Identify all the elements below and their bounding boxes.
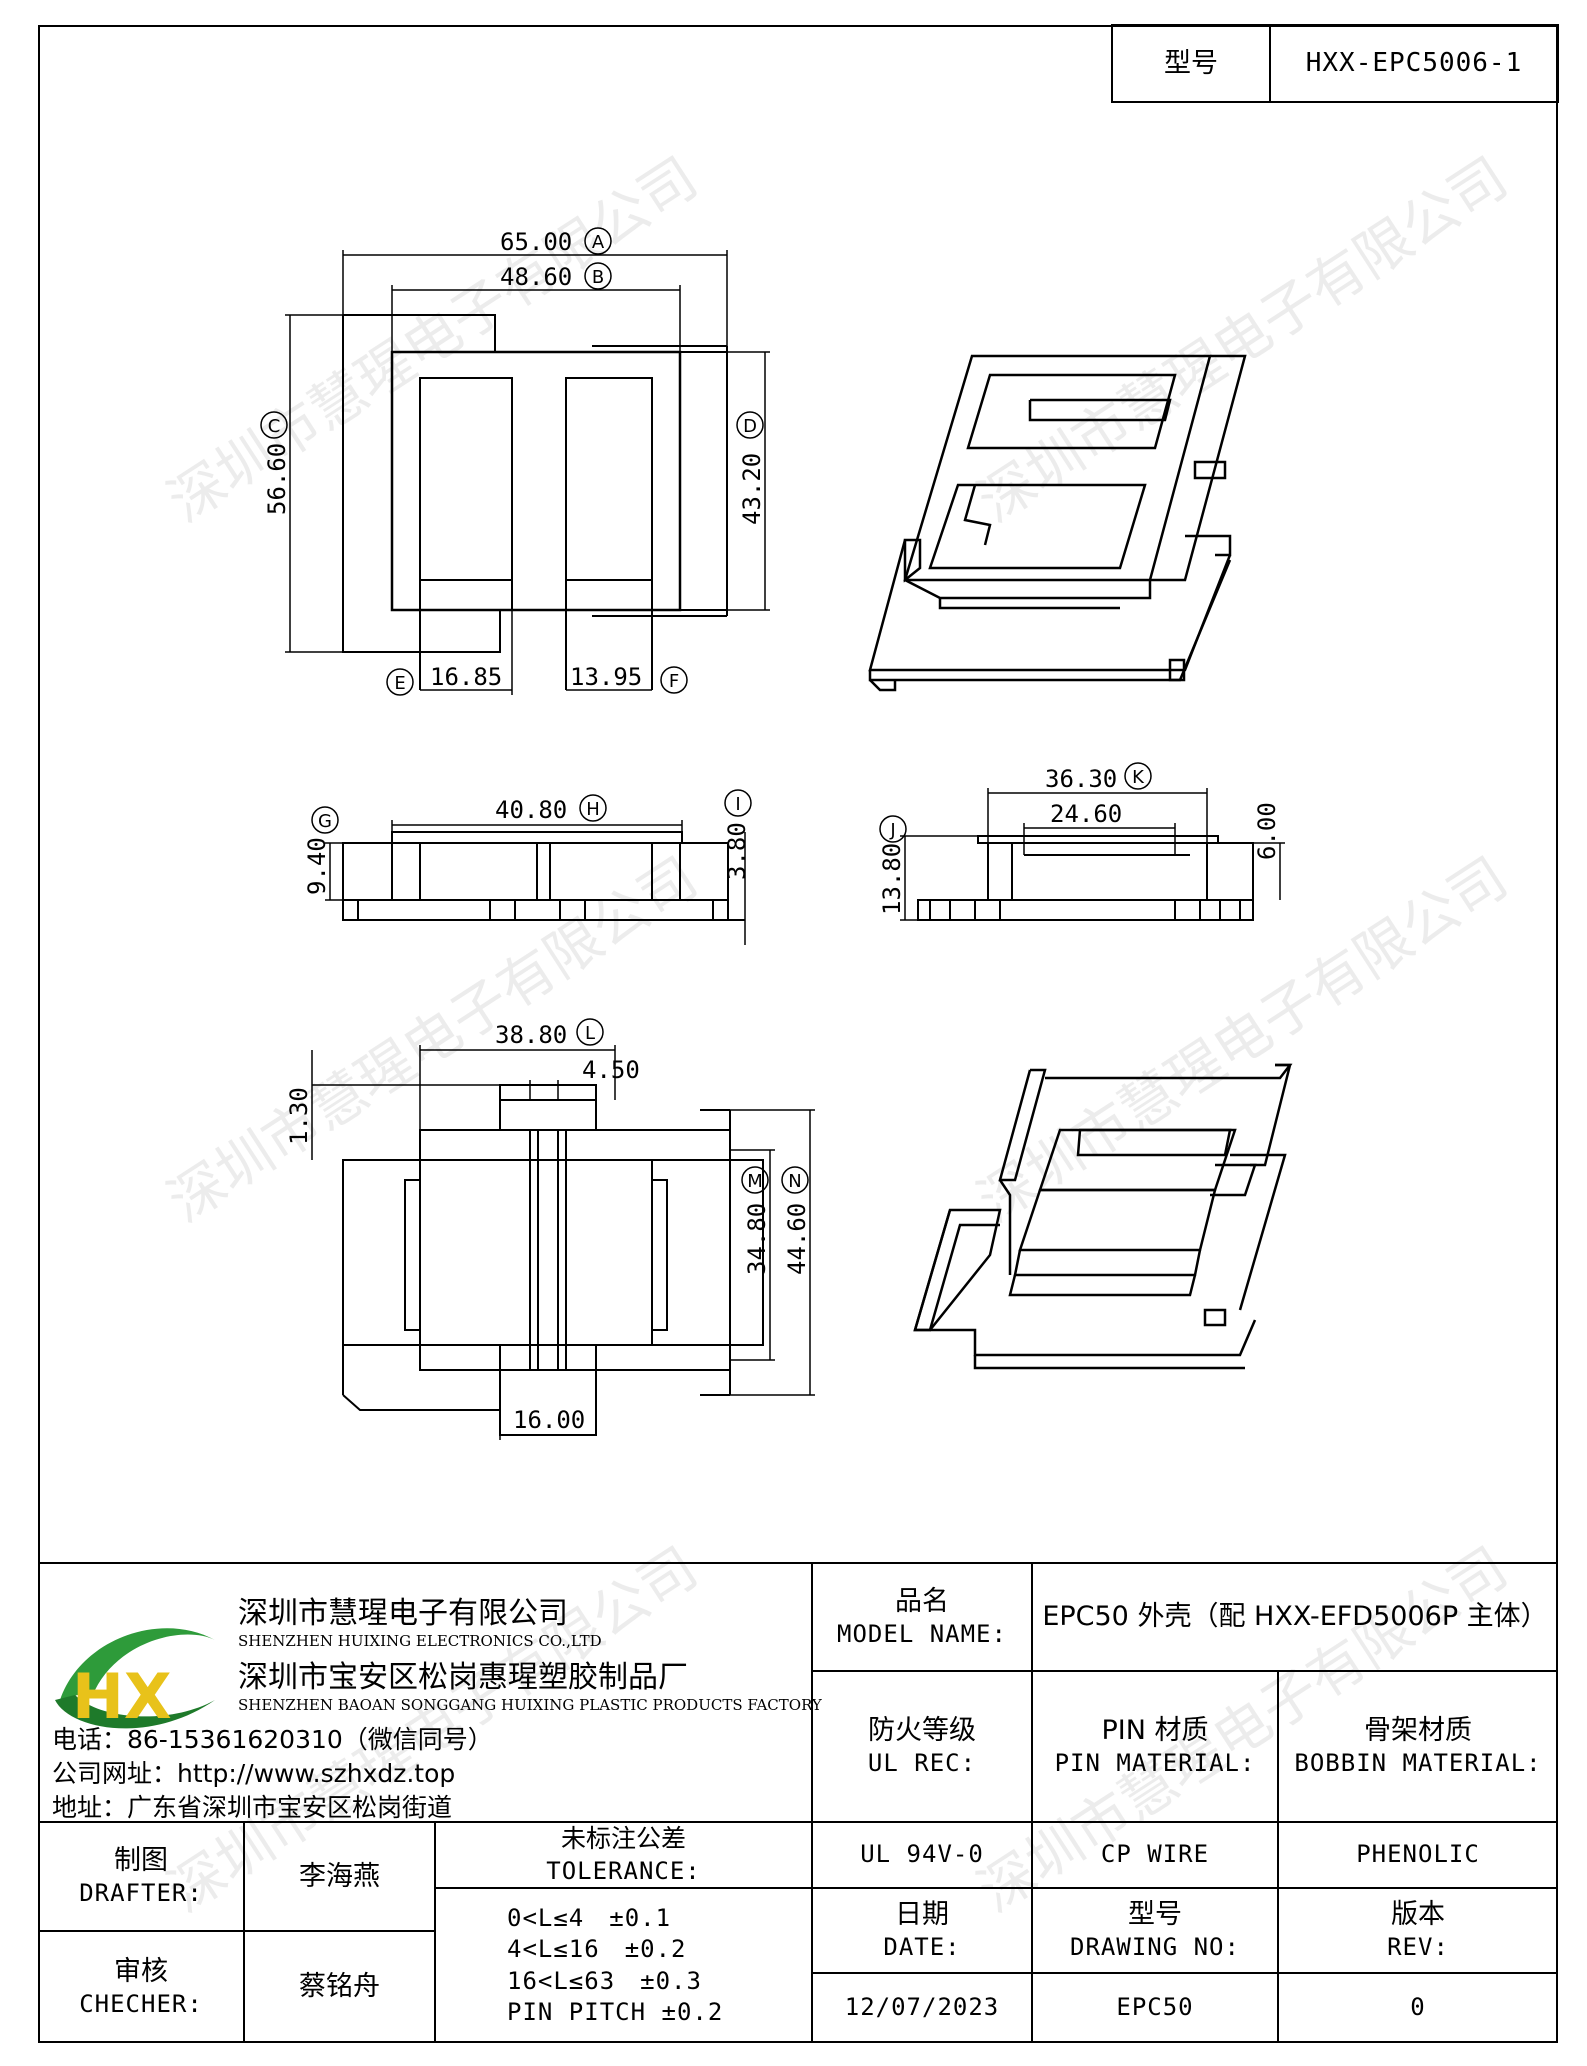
ul-rec-value: UL 94V-0 bbox=[860, 1840, 984, 1869]
marker-c: C bbox=[268, 416, 281, 437]
dim-f-text: 13.95 bbox=[570, 663, 642, 691]
marker-e: E bbox=[394, 673, 405, 694]
date-label-cn: 日期 bbox=[895, 1899, 949, 1931]
marker-b: B bbox=[592, 267, 604, 288]
factory-name-cn: 深圳市宝安区松岗惠瑆塑胶制品厂 bbox=[238, 1660, 688, 1695]
pin-material-value: CP WIRE bbox=[1100, 1840, 1210, 1869]
title-block-grid bbox=[38, 1562, 1558, 2043]
dim-l-text: 38.80 bbox=[495, 1021, 567, 1049]
model-name-value: EPC50 外壳（配 HXX-EFD5006P 主体） bbox=[1042, 1601, 1548, 1633]
bobbin-material-value: PHENOLIC bbox=[1356, 1840, 1480, 1869]
dim-l-side-text: 1.30 bbox=[285, 1087, 313, 1145]
header-model-box bbox=[1111, 24, 1559, 103]
marker-n: N bbox=[788, 1171, 801, 1192]
drawing-frame bbox=[38, 25, 1558, 2043]
ul-rec-label: 防火等级 UL REC: bbox=[812, 1671, 1032, 1822]
drawing-no-label: 型号 DRAWING NO: bbox=[1032, 1888, 1278, 1973]
checker-label-cn: 审核 bbox=[114, 1955, 168, 1987]
checker-label-en: CHECHER: bbox=[79, 1989, 203, 2018]
drawing-no-value: EPC50 bbox=[1116, 1993, 1194, 2022]
model-name-label: 品名 MODEL NAME: bbox=[812, 1563, 1032, 1671]
checker-value: 蔡铭舟 bbox=[299, 1971, 380, 2003]
drawing-no-label-cn: 型号 bbox=[1128, 1899, 1182, 1931]
side-view bbox=[900, 788, 1285, 921]
dim-n-text: 44.60 bbox=[783, 1203, 811, 1275]
dim-c-text: 56.60 bbox=[263, 443, 291, 515]
dim-bottom-text: 16.00 bbox=[513, 1406, 585, 1434]
dim-e-text: 16.85 bbox=[430, 663, 502, 691]
tolerance-line: 16<L≤63 ±0.3 bbox=[507, 1966, 702, 1995]
marker-l: L bbox=[585, 1023, 595, 1044]
dim-k-text: 36.30 bbox=[1045, 765, 1117, 793]
drafter-label-cn: 制图 bbox=[114, 1845, 168, 1877]
dim-l-inner-text: 4.50 bbox=[582, 1056, 640, 1084]
rev-label-cn: 版本 bbox=[1391, 1899, 1445, 1931]
header-model-label: 型号 bbox=[1164, 47, 1218, 79]
bobbin-material-label-en: BOBBIN MATERIAL: bbox=[1294, 1749, 1542, 1778]
tolerance-label-en: TOLERANCE: bbox=[546, 1856, 701, 1885]
marker-m: M bbox=[747, 1171, 763, 1192]
iso-view-2 bbox=[913, 1063, 1293, 1370]
top-view bbox=[285, 250, 770, 695]
bobbin-material-label-cn: 骨架材质 bbox=[1364, 1715, 1472, 1747]
dim-i-text: 3.80 bbox=[723, 822, 751, 880]
date-label-en: DATE: bbox=[883, 1933, 961, 1962]
ul-rec-label-en: UL REC: bbox=[867, 1749, 977, 1778]
tolerance-line: 4<L≤16 ±0.2 bbox=[507, 1935, 687, 1964]
model-name-label-en: MODEL NAME: bbox=[837, 1619, 1007, 1648]
dim-k-inner-text: 24.60 bbox=[1050, 800, 1122, 828]
pin-material-label-cn: PIN 材质 bbox=[1101, 1715, 1209, 1747]
marker-h: H bbox=[586, 799, 600, 820]
front-view bbox=[325, 820, 746, 945]
rev-value: 0 bbox=[1410, 1993, 1426, 2022]
ul-rec-label-cn: 防火等级 bbox=[868, 1715, 976, 1747]
dim-j-text: 13.80 bbox=[878, 843, 906, 915]
factory-name-en: SHENZHEN BAOAN SONGGANG HUIXING PLASTIC … bbox=[238, 1696, 822, 1714]
dim-m-text: 34.80 bbox=[743, 1203, 771, 1275]
company-name-cn: 深圳市慧瑆电子有限公司 bbox=[238, 1596, 568, 1631]
dim-g-text: 9.40 bbox=[303, 837, 331, 895]
tolerance-values: 0<L≤4 ±0.1 4<L≤16 ±0.2 16<L≤63 ±0.3 PIN … bbox=[435, 1888, 812, 2043]
company-address: 地址：广东省深圳市宝安区松岗街道 bbox=[52, 1793, 453, 1822]
marker-j: J bbox=[889, 820, 895, 841]
marker-a: A bbox=[592, 232, 605, 253]
iso-view-1 bbox=[868, 354, 1247, 692]
rev-label: 版本 REV: bbox=[1278, 1888, 1558, 1973]
bottom-view bbox=[311, 1045, 815, 1440]
model-name-label-cn: 品名 bbox=[895, 1585, 949, 1617]
dim-k-side-text: 6.00 bbox=[1253, 802, 1281, 860]
logo-letters: HX bbox=[72, 1660, 172, 1733]
company-logo bbox=[55, 1628, 215, 1729]
tolerance-label-cn: 未标注公差 bbox=[560, 1824, 686, 1854]
rev-label-en: REV: bbox=[1387, 1933, 1449, 1962]
company-name-en: SHENZHEN HUIXING ELECTRONICS CO.,LTD bbox=[238, 1632, 602, 1650]
date-value: 12/07/2023 bbox=[844, 1993, 1000, 2022]
dim-h-text: 40.80 bbox=[495, 796, 567, 824]
company-website: 公司网址：http://www.szhxdz.top bbox=[52, 1759, 456, 1788]
marker-g: G bbox=[318, 811, 332, 832]
tolerance-label: 未标注公差 TOLERANCE: bbox=[435, 1822, 812, 1888]
marker-k: K bbox=[1132, 767, 1145, 788]
drafter-label-en: DRAFTER: bbox=[79, 1879, 203, 1908]
drafter-value: 李海燕 bbox=[299, 1860, 380, 1892]
tolerance-line: 0<L≤4 ±0.1 bbox=[507, 1904, 672, 1933]
drawing-no-label-en: DRAWING NO: bbox=[1070, 1933, 1240, 1962]
tolerance-line: PIN PITCH ±0.2 bbox=[507, 1997, 724, 2026]
pin-material-label: PIN 材质 PIN MATERIAL: bbox=[1032, 1671, 1278, 1822]
bobbin-material-label: 骨架材质 BOBBIN MATERIAL: bbox=[1278, 1671, 1558, 1822]
company-phone: 电话：86-15361620310（微信同号） bbox=[52, 1725, 493, 1754]
drafter-label: 制图 DRAFTER: bbox=[38, 1822, 244, 1931]
date-label: 日期 DATE: bbox=[812, 1888, 1032, 1973]
marker-f: F bbox=[669, 671, 679, 692]
dimension-markers bbox=[260, 227, 1152, 1194]
header-model-value: HXX-EPC5006-1 bbox=[1305, 47, 1523, 78]
marker-d: D bbox=[743, 416, 757, 437]
dim-d-text: 43.20 bbox=[738, 453, 766, 525]
checker-label: 审核 CHECHER: bbox=[38, 1931, 244, 2043]
dim-b-text: 48.60 bbox=[500, 263, 572, 291]
marker-i: I bbox=[735, 794, 740, 815]
pin-material-label-en: PIN MATERIAL: bbox=[1054, 1749, 1256, 1778]
dim-a-text: 65.00 bbox=[500, 228, 572, 256]
